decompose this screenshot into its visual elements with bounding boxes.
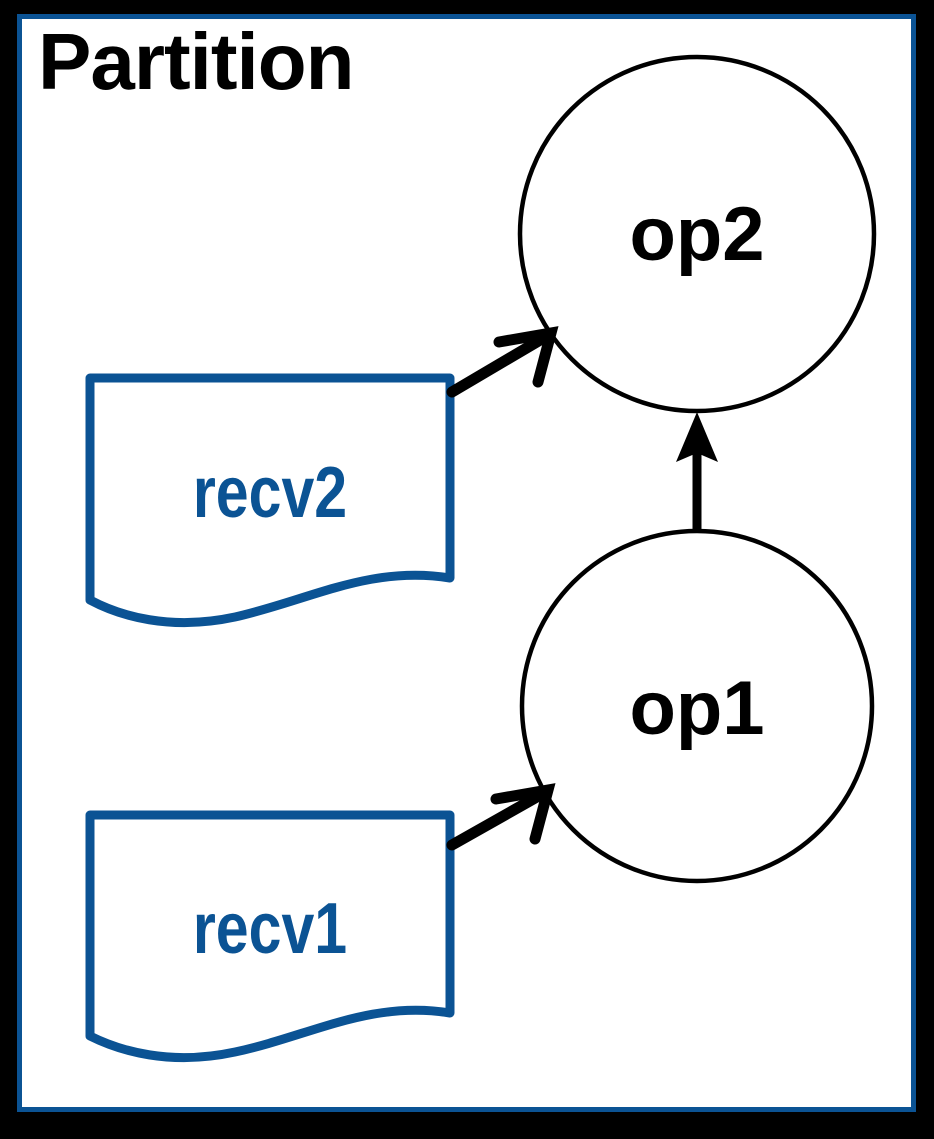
document-recv2-label: recv2 xyxy=(192,453,348,533)
edge-recv2-to-op2 xyxy=(446,326,559,398)
document-recv1-label: recv1 xyxy=(192,889,348,969)
node-op2-label: op2 xyxy=(629,192,765,277)
partition-container xyxy=(17,14,916,1112)
edge-recv1-to-op1 xyxy=(446,783,556,851)
document-recv2-shape[interactable] xyxy=(85,373,455,628)
node-op2-circle[interactable] xyxy=(517,54,877,414)
edge-op1-to-op2 xyxy=(676,412,718,533)
document-recv1-shape[interactable] xyxy=(85,810,455,1063)
node-op1-label: op1 xyxy=(629,666,765,751)
page-title: Partition xyxy=(38,17,354,106)
